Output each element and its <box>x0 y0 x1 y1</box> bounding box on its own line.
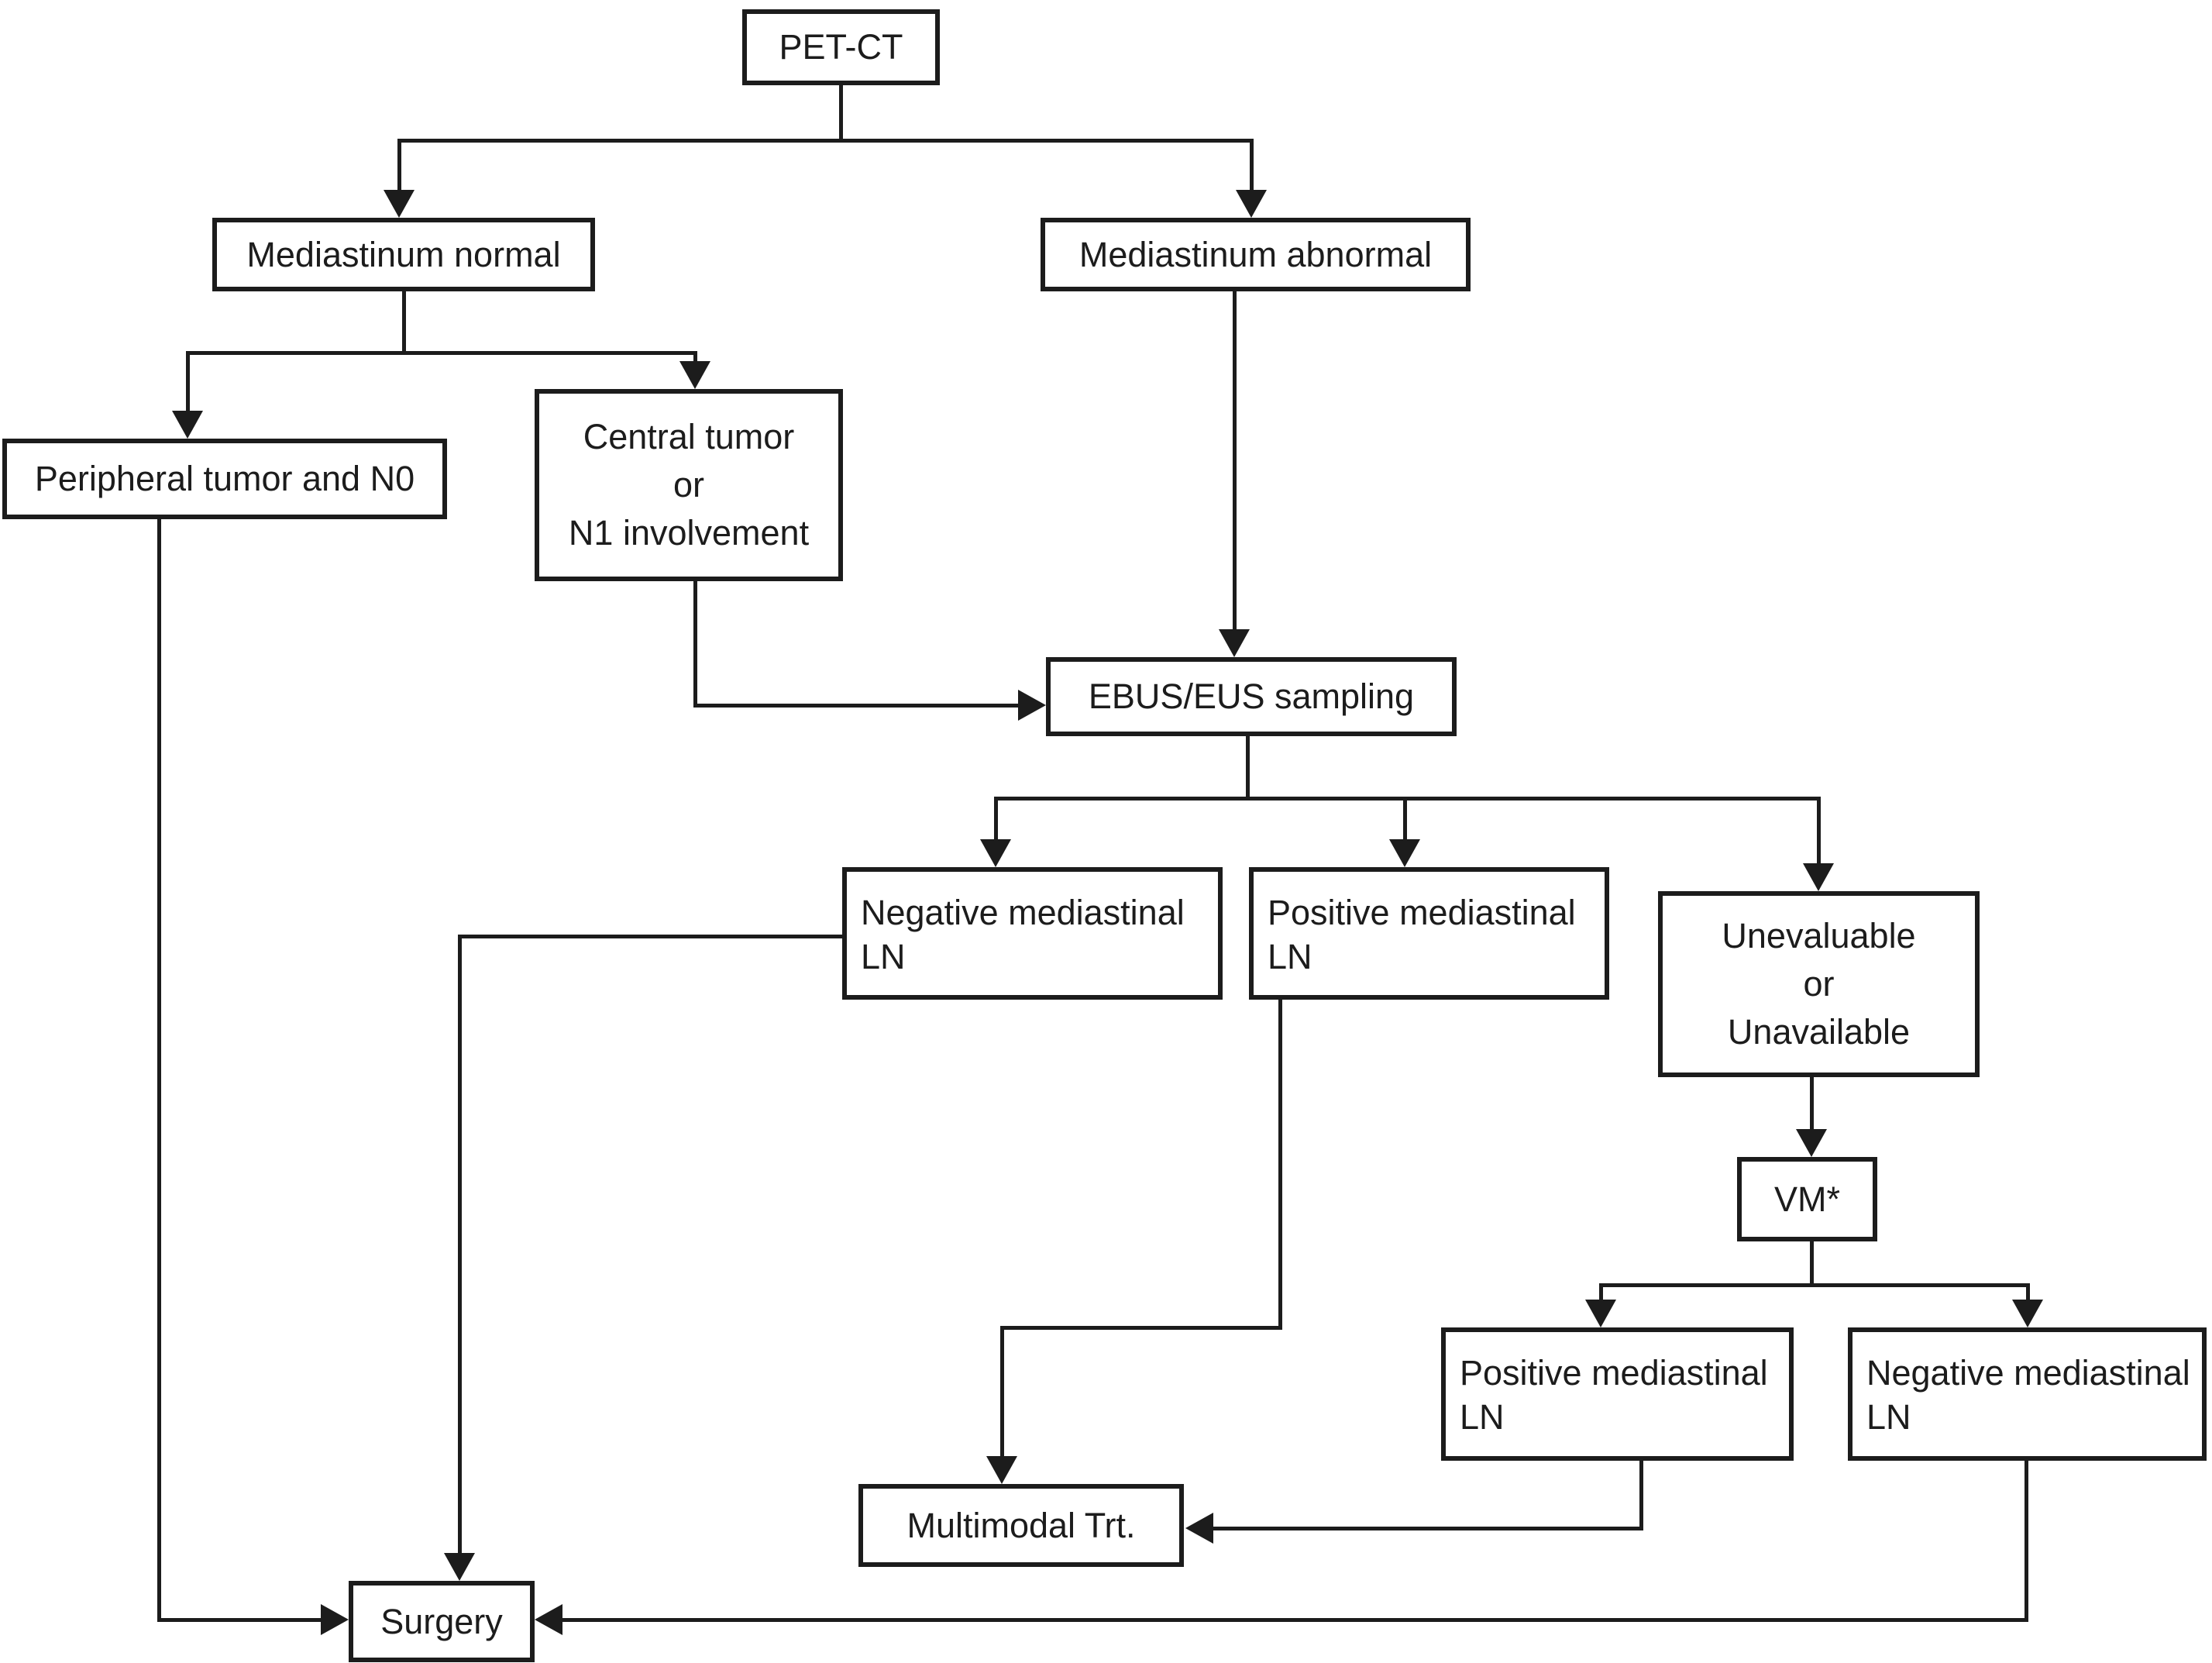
edge-to-peripheral <box>186 351 190 413</box>
arrowhead-icon <box>980 839 1011 867</box>
node-mediastinum-normal-label: Mediastinum normal <box>246 234 561 274</box>
arrowhead-icon <box>444 1553 475 1581</box>
node-central-tumor-n1-line2: or <box>673 465 704 504</box>
node-negative-mediastinal-ln-ebus-line2: LN <box>861 937 906 976</box>
edge-central-down <box>693 581 697 708</box>
edge-to-central <box>693 351 697 367</box>
node-surgery-label: Surgery <box>380 1601 503 1641</box>
arrowhead-icon <box>2012 1300 2043 1327</box>
node-surgery: Surgery <box>349 1581 535 1662</box>
edge-ma-to-ebus <box>1233 291 1237 632</box>
edge-to-negln-ebus <box>994 797 998 842</box>
node-unevaluable-unavailable-line1: Unevaluable <box>1722 916 1916 955</box>
edge-posln-ebus-down <box>1278 1000 1282 1330</box>
node-positive-mediastinal-ln-ebus: Positive mediastinal LN <box>1249 867 1609 1000</box>
edge-ebus-branch <box>994 797 1821 801</box>
edge-peripheral-right <box>157 1618 323 1622</box>
arrowhead-icon <box>1185 1513 1213 1544</box>
node-positive-mediastinal-ln-vm-line2: LN <box>1460 1397 1505 1437</box>
arrowhead-icon <box>1796 1129 1827 1157</box>
arrowhead-icon <box>172 411 203 439</box>
node-mediastinum-abnormal: Mediastinum abnormal <box>1041 218 1471 291</box>
node-positive-mediastinal-ln-ebus-line2: LN <box>1268 937 1312 976</box>
edge-to-posln-ebus <box>1403 797 1407 842</box>
node-vm: VM* <box>1737 1157 1877 1241</box>
edge-petct-branch <box>397 139 1253 143</box>
node-vm-label: VM* <box>1773 1179 1840 1219</box>
edge-negln-vm-down <box>2025 1461 2028 1622</box>
node-negative-mediastinal-ln-ebus-line1: Negative mediastinal <box>861 893 1185 932</box>
edge-petct-stem <box>839 85 843 143</box>
edge-to-multimodal <box>1000 1326 1004 1459</box>
edge-to-unevaluable <box>1817 797 1821 865</box>
edge-to-negln-vm <box>2026 1283 2030 1303</box>
edge-to-posln-vm <box>1599 1283 1603 1303</box>
edge-posln-ebus-left <box>1000 1326 1282 1330</box>
node-peripheral-tumor-n0: Peripheral tumor and N0 <box>2 439 447 519</box>
edge-to-mediastinum-abnormal <box>1250 139 1254 193</box>
edge-mn-branch <box>186 351 697 355</box>
node-positive-mediastinal-ln-vm-line1: Positive mediastinal <box>1460 1353 1768 1393</box>
node-pet-ct-label: PET-CT <box>779 27 903 67</box>
edge-to-mediastinum-normal <box>397 139 401 193</box>
node-central-tumor-n1-line1: Central tumor <box>583 417 795 456</box>
node-negative-mediastinal-ln-vm: Negative mediastinal LN <box>1848 1327 2207 1461</box>
node-ebus-eus-sampling: EBUS/EUS sampling <box>1046 657 1457 736</box>
node-positive-mediastinal-ln-ebus-line1: Positive mediastinal <box>1268 893 1576 932</box>
node-unevaluable-unavailable-line3: Unavailable <box>1727 1012 1911 1052</box>
edge-unevaluable-to-vm <box>1810 1077 1814 1133</box>
arrowhead-icon <box>679 361 710 389</box>
arrowhead-icon <box>1803 863 1834 891</box>
arrowhead-icon <box>1236 190 1267 218</box>
arrowhead-icon <box>986 1456 1017 1484</box>
node-multimodal-trt: Multimodal Trt. <box>858 1484 1184 1567</box>
arrowhead-icon <box>1018 690 1046 721</box>
node-central-tumor-n1-line3: N1 involvement <box>568 513 810 553</box>
arrowhead-icon <box>1389 839 1420 867</box>
node-positive-mediastinal-ln-vm: Positive mediastinal LN <box>1441 1327 1794 1461</box>
edge-central-to-ebus <box>693 704 1023 708</box>
edge-ebus-stem <box>1246 736 1250 801</box>
edge-mn-stem <box>402 291 406 355</box>
arrowhead-icon <box>1219 629 1250 657</box>
arrowhead-icon <box>535 1604 562 1635</box>
edge-posln-vm-left <box>1209 1527 1643 1530</box>
node-multimodal-trt-label: Multimodal Trt. <box>906 1505 1136 1545</box>
node-negative-mediastinal-ln-vm-line2: LN <box>1866 1397 1911 1437</box>
arrowhead-icon <box>384 190 415 218</box>
edge-posln-vm-down <box>1639 1461 1643 1530</box>
edge-negln-vm-left <box>561 1618 2027 1622</box>
node-pet-ct: PET-CT <box>742 9 940 85</box>
node-unevaluable-unavailable-line2: or <box>1803 964 1835 1004</box>
edge-vm-stem <box>1810 1241 1814 1287</box>
edge-negln-ebus-down <box>458 935 462 1556</box>
node-negative-mediastinal-ln-vm-line1: Negative mediastinal <box>1866 1353 2190 1393</box>
edge-peripheral-down <box>157 519 161 1622</box>
node-peripheral-tumor-n0-label: Peripheral tumor and N0 <box>34 459 415 498</box>
arrowhead-icon <box>321 1604 349 1635</box>
edge-vm-branch <box>1599 1283 2030 1287</box>
node-ebus-eus-sampling-label: EBUS/EUS sampling <box>1088 677 1415 716</box>
node-unevaluable-unavailable: Unevaluable or Unavailable <box>1658 891 1980 1077</box>
node-mediastinum-normal: Mediastinum normal <box>212 218 595 291</box>
node-negative-mediastinal-ln-ebus: Negative mediastinal LN <box>842 867 1223 1000</box>
node-mediastinum-abnormal-label: Mediastinum abnormal <box>1078 234 1433 274</box>
edge-negln-ebus-left <box>458 935 842 938</box>
node-central-tumor-n1: Central tumor or N1 involvement <box>535 389 843 581</box>
arrowhead-icon <box>1585 1300 1616 1327</box>
